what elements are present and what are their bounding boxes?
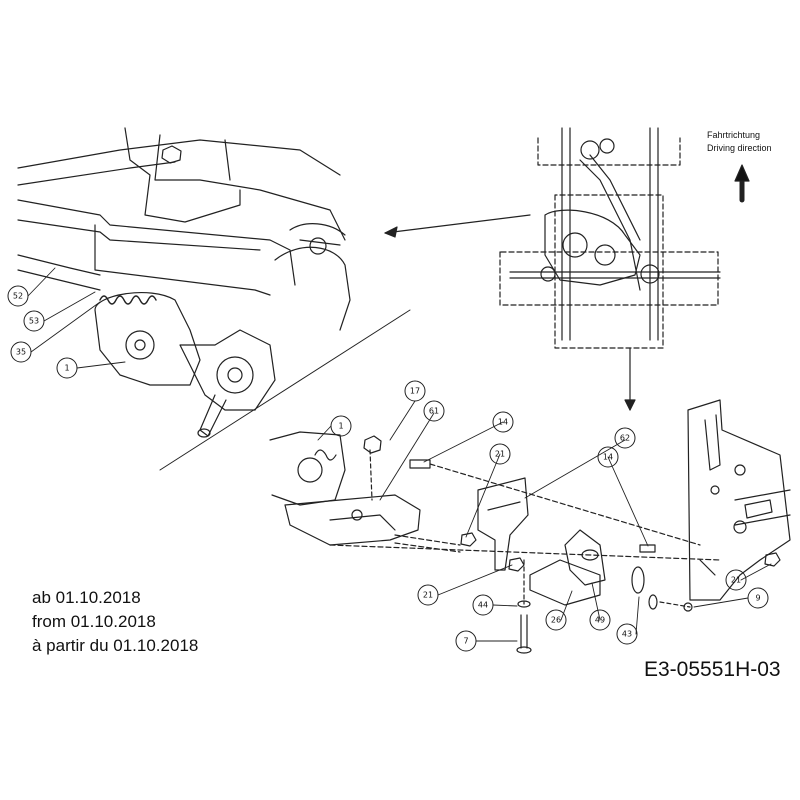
callout-21-bottom: 21 (423, 591, 433, 600)
callout-62: 62 (620, 434, 630, 443)
callout-1-exploded: 1 (338, 422, 343, 431)
driving-direction-arrow (734, 164, 750, 203)
callout-7: 7 (463, 637, 468, 646)
callout-17: 17 (410, 387, 420, 396)
validity-note-de: ab 01.10.2018 (32, 588, 141, 607)
callout-26: 26 (551, 616, 561, 625)
callout-35: 35 (16, 348, 26, 357)
callout-43: 43 (622, 630, 632, 639)
callout-14-left: 14 (498, 418, 508, 427)
callout-9: 9 (755, 594, 760, 603)
driving-direction-label-de: Fahrtrichtung (707, 130, 761, 140)
validity-note-fr: à partir du 01.10.2018 (32, 636, 199, 655)
callout-21-top: 21 (495, 450, 505, 459)
callout-53: 53 (29, 317, 39, 326)
callout-1-detail: 1 (64, 364, 69, 373)
callout-44: 44 (478, 601, 488, 610)
driving-direction-label-en: Driving direction (707, 143, 772, 153)
drawing-code: E3-05551H-03 (644, 658, 781, 681)
callout-49: 49 (595, 616, 605, 625)
detail-view-transmission (17, 127, 411, 471)
callout-52: 52 (13, 292, 23, 301)
callout-21-right: 21 (731, 576, 741, 585)
callout-leaders (27, 267, 772, 642)
overview-frame (384, 127, 721, 411)
callout-circles (7, 285, 769, 652)
exploded-view-bracket (269, 399, 791, 654)
callout-61: 61 (429, 407, 439, 416)
callout-14-right: 14 (603, 453, 613, 462)
validity-note-en: from 01.10.2018 (32, 612, 156, 631)
